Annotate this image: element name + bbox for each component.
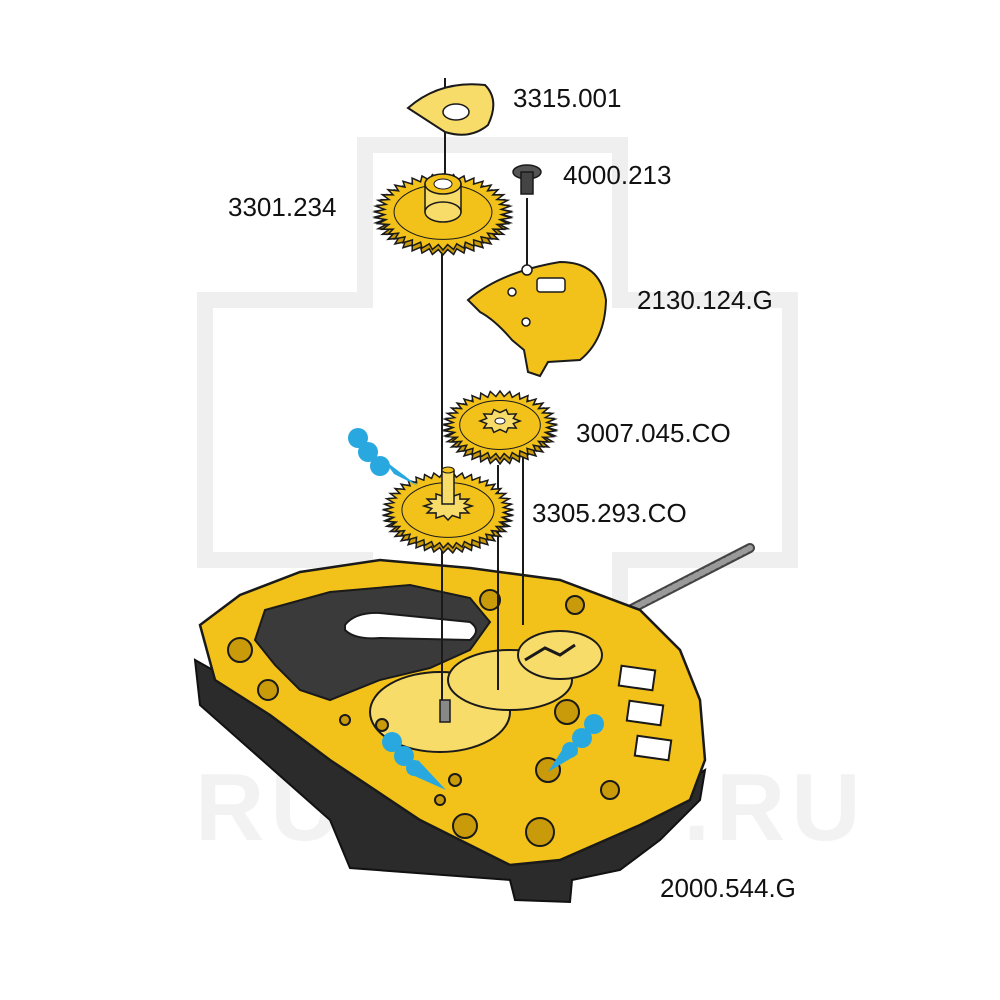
label-cam-plate: 3315.001 <box>513 83 621 113</box>
jewel-hole <box>434 794 446 806</box>
oil-marker-lower-left <box>382 732 446 790</box>
label-hour-wheel: 3301.234 <box>228 192 336 222</box>
gears <box>372 172 559 555</box>
mainplate-recess <box>253 583 492 702</box>
jewel-hole <box>479 589 501 611</box>
mainplate-window <box>617 664 657 692</box>
cannon-pinion-wheel-pinion <box>421 490 475 522</box>
minute-wheel-center-hole <box>494 417 506 425</box>
jewel-holes <box>227 589 620 847</box>
jewel-hole <box>375 718 389 732</box>
jewel-hole <box>554 699 580 725</box>
cam-plate-hole <box>442 103 470 121</box>
oil-marker-upper-left <box>348 428 418 486</box>
jewel-hole <box>565 595 585 615</box>
label-mainplate: 2000.544.G <box>660 873 796 903</box>
mainplate-part <box>193 543 755 904</box>
cam-plate-part <box>406 83 495 136</box>
jewel-hole <box>452 813 478 839</box>
jewel-hole <box>257 679 279 701</box>
jewel-hole <box>339 714 351 726</box>
screw-shank <box>520 171 534 195</box>
bridge-plate-hole <box>521 317 531 327</box>
jewel-hole <box>525 817 555 847</box>
screw-part <box>512 164 542 195</box>
bridge-plate-hole <box>521 264 533 276</box>
minute-wheel-gear-rim <box>459 400 541 450</box>
jewel-hole <box>448 773 462 787</box>
bridge-plate-slot <box>536 277 566 293</box>
center-arbor <box>439 699 451 723</box>
hour-wheel-pipe-base <box>424 201 462 223</box>
mainplate-spring <box>524 643 576 662</box>
mainplate-slot <box>344 611 477 642</box>
hour-wheel-pipe-hole <box>433 178 453 190</box>
jewel-hole <box>600 780 620 800</box>
oil-marker-lower-right <box>548 714 604 772</box>
label-cannon-pinion: 3305.293.CO <box>532 498 687 528</box>
mainplate-window <box>625 699 665 727</box>
mainplate-windows <box>617 664 673 762</box>
cannon-pinion-wheel-arbor-top <box>441 466 455 474</box>
cannon-pinion-wheel-gear <box>381 466 515 555</box>
label-minute-wheel: 3007.045.CO <box>576 418 731 448</box>
bridge-plate-hole <box>507 287 517 297</box>
minute-wheel-gear <box>441 389 559 466</box>
mainplate-window <box>633 734 673 762</box>
jewel-hole <box>227 637 253 663</box>
label-bridge-plate: 2130.124.G <box>637 285 773 315</box>
hour-wheel-gear <box>372 172 514 257</box>
cannon-pinion-wheel-arbor <box>441 469 455 505</box>
bridge-plate-part <box>466 260 608 378</box>
label-screw: 4000.213 <box>563 160 671 190</box>
part-labels: 3315.001 4000.213 3301.234 2130.124.G 30… <box>228 83 796 903</box>
oil-markers <box>348 428 604 790</box>
